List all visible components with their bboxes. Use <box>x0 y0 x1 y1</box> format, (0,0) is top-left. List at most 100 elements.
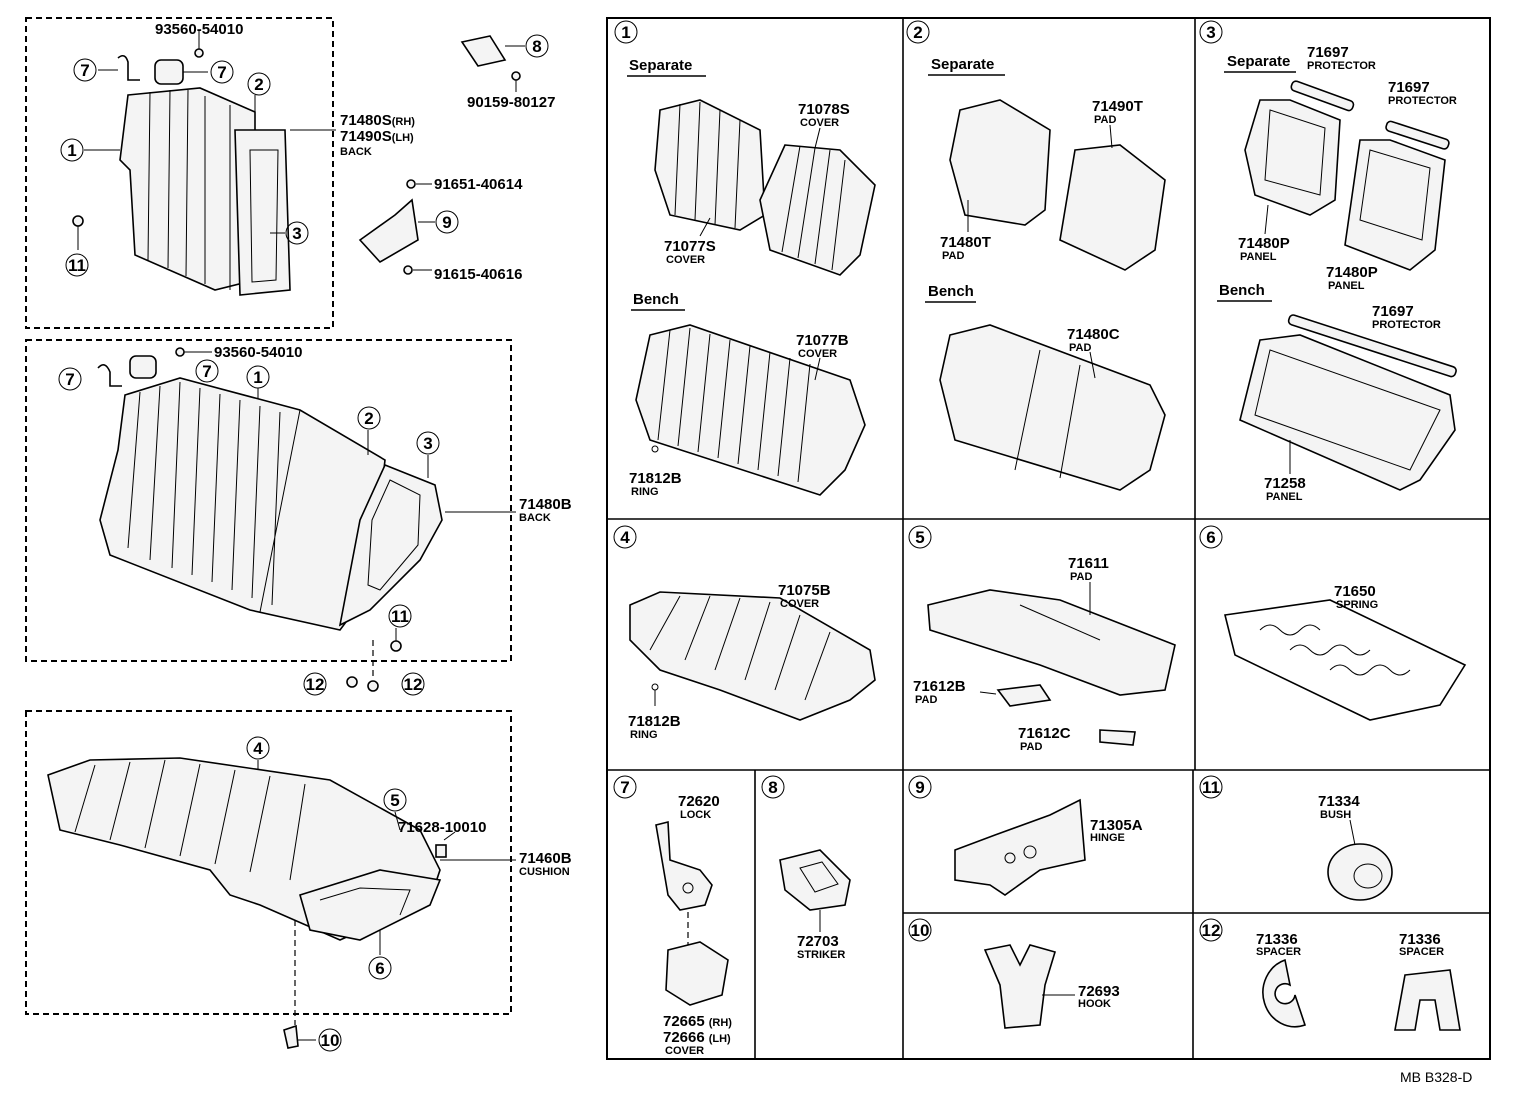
label-cover-lh: 72666(LH) <box>663 1029 731 1046</box>
group-cushion: 71628-10010 71460B CUSHION 4 5 6 <box>25 710 572 1015</box>
cover-separate-left <box>654 99 766 231</box>
label-hinge-bolt-b: 91615-40616 <box>434 266 522 283</box>
svg-text:COVER: COVER <box>666 254 705 266</box>
pad-separate-right <box>1059 144 1166 271</box>
heading-bench-1: Bench <box>633 291 679 308</box>
callout-11: 11 <box>65 253 89 277</box>
heading-bench-2: Bench <box>928 283 974 300</box>
callout-6: 6 <box>368 956 392 980</box>
callout-7b: 7 <box>210 60 234 84</box>
svg-text:6: 6 <box>375 959 384 978</box>
label-hinge: 71305A <box>1090 817 1143 834</box>
label-striker-bolt: 90159-80127 <box>467 94 555 111</box>
svg-text:5: 5 <box>915 528 924 547</box>
lock-part-detail <box>655 820 713 911</box>
callout-3b: 3 <box>416 431 440 455</box>
svg-text:3: 3 <box>292 224 301 243</box>
label-pad-5a: 71611 <box>1068 555 1109 572</box>
label-panel-c: 71258 <box>1264 475 1306 492</box>
callout-3: 3 <box>285 221 309 245</box>
svg-text:PAD: PAD <box>942 250 964 262</box>
cover-bench <box>635 324 866 496</box>
cell-9-number: 9 <box>908 775 932 799</box>
label-spacer-b: 71336 <box>1399 931 1441 948</box>
svg-text:1: 1 <box>67 141 76 160</box>
label-panel-a: 71480P <box>1238 235 1290 252</box>
cell-9-hinge: 9 71305A HINGE <box>908 775 1143 896</box>
label-ring-1: 71812B <box>629 470 682 487</box>
pad-block-c <box>1099 729 1136 746</box>
svg-text:7: 7 <box>620 778 629 797</box>
svg-text:4: 4 <box>620 528 630 547</box>
svg-text:8: 8 <box>768 778 777 797</box>
svg-text:5: 5 <box>390 791 399 810</box>
label-back-top: BACK <box>340 146 372 158</box>
cell-6-number: 6 <box>1199 525 1223 549</box>
svg-text:SPACER: SPACER <box>1256 946 1301 958</box>
svg-text:2: 2 <box>364 409 373 428</box>
striker-detail <box>779 849 851 911</box>
seat-spring <box>1224 599 1467 721</box>
label-hinge-bolt-a: 91651-40614 <box>434 176 523 193</box>
back-panel-separate <box>234 129 291 296</box>
cell-8-number: 8 <box>761 775 785 799</box>
svg-text:PANEL: PANEL <box>1328 280 1365 292</box>
svg-text:2: 2 <box>254 75 263 94</box>
label-back-bench-desc: BACK <box>519 512 551 524</box>
label-hook: 72693 <box>1078 983 1120 1000</box>
svg-text:PAD: PAD <box>915 694 937 706</box>
group-border-bottom <box>25 710 512 1015</box>
svg-text:8: 8 <box>532 37 541 56</box>
panel-separate-right <box>1344 139 1446 271</box>
cover-separate-right <box>759 144 876 276</box>
label-bolt-93560-top: 93560-54010 <box>155 21 243 38</box>
label-striker: 72703 <box>797 933 839 950</box>
hook-detail <box>983 944 1057 1029</box>
callout-8: 8 <box>525 34 549 58</box>
label-cover-rh: 72665(RH) <box>663 1013 732 1030</box>
callout-2: 2 <box>247 72 271 96</box>
svg-text:SPACER: SPACER <box>1399 946 1444 958</box>
callout-11b: 11 <box>388 604 412 628</box>
svg-text:7: 7 <box>202 362 211 381</box>
heading-separate-1: Separate <box>629 57 692 74</box>
callout-12b: 12 <box>401 672 425 696</box>
cell-4-cushion-cover: 4 71075B COVER 71812B RING <box>613 525 876 741</box>
svg-text:COVER: COVER <box>780 598 819 610</box>
svg-text:COVER: COVER <box>665 1045 704 1057</box>
heading-separate-2: Separate <box>931 56 994 73</box>
callout-9: 9 <box>435 210 459 234</box>
label-back-rh: 71480S(RH) <box>340 112 415 129</box>
callout-12a: 12 <box>303 672 327 696</box>
svg-text:PAD: PAD <box>1070 571 1092 583</box>
svg-text:PAD: PAD <box>1094 114 1116 126</box>
callout-5: 5 <box>383 788 407 812</box>
svg-text:STRIKER: STRIKER <box>797 949 845 961</box>
callout-1: 1 <box>60 138 84 162</box>
pad-bench <box>939 324 1166 491</box>
svg-text:PAD: PAD <box>1069 342 1091 354</box>
cell-2-back-pads: 2 Separate 71490T PAD 71480T PAD Bench 7… <box>906 20 1166 491</box>
cell-1-back-covers: 1 Separate 71078S COVER 71077S COVER Ben… <box>614 20 876 498</box>
group-border-top <box>25 17 334 329</box>
hinge-detail <box>954 798 1086 896</box>
lock-part <box>117 54 140 81</box>
svg-text:10: 10 <box>911 921 930 940</box>
footer-code: MB B328-D <box>1400 1069 1472 1085</box>
svg-text:10: 10 <box>321 1031 340 1050</box>
svg-text:COVER: COVER <box>800 117 839 129</box>
label-cover-4: 71075B <box>778 582 831 599</box>
parts-grid <box>606 17 1491 1060</box>
label-pad-5c: 71612C <box>1018 725 1071 742</box>
heading-separate-3: Separate <box>1227 53 1290 70</box>
svg-text:3: 3 <box>1206 23 1215 42</box>
svg-text:7: 7 <box>80 61 89 80</box>
protector-part-c <box>1287 314 1457 378</box>
svg-text:PROTECTOR: PROTECTOR <box>1388 95 1457 107</box>
label-pad-b: 71480T <box>940 234 991 251</box>
svg-text:6: 6 <box>1206 528 1215 547</box>
hinge-part <box>358 198 419 264</box>
hook-part <box>283 1024 299 1049</box>
svg-text:PANEL: PANEL <box>1266 491 1303 503</box>
